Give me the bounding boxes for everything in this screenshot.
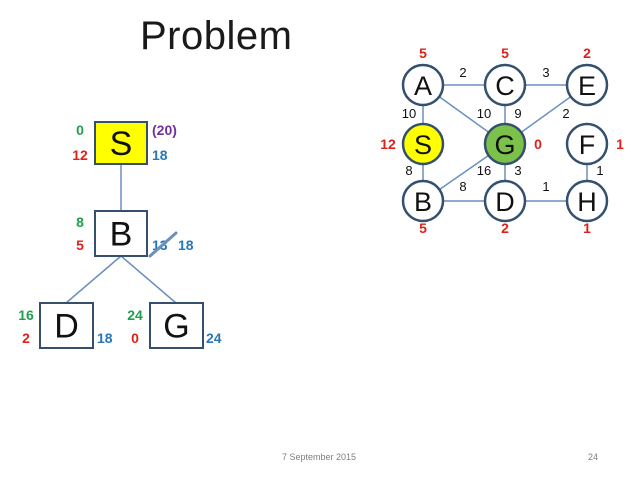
graph-edge-weight-e-g: 2: [562, 106, 569, 121]
tree-b-h-value: 5: [76, 237, 84, 253]
strike-mark-icon: [148, 231, 178, 258]
graph-node-s-heuristic: 12: [380, 136, 396, 152]
graph-node-g: [483, 122, 527, 166]
graph-node-b-label: B: [414, 187, 432, 217]
graph-node-f: [565, 122, 609, 166]
tree-d-f-value: 18: [97, 330, 113, 346]
graph-node-h: [565, 179, 609, 223]
tree-node-g-label: G: [163, 308, 189, 346]
graph-edge-weight-a-c: 2: [459, 65, 466, 80]
graph-node-h-heuristic: 1: [583, 220, 591, 236]
graph-edge-weight-d-h: 1: [542, 179, 549, 194]
tree-g-f-value: 24: [206, 330, 222, 346]
tree-s-extra-value: (20): [152, 122, 177, 138]
tree-s-g-value: 0: [76, 122, 84, 138]
tree-g-h-value: 0: [131, 330, 139, 346]
graph-node-f-heuristic: 1: [616, 136, 624, 152]
tree-edge-b-d: [65, 255, 122, 304]
graph-node-c: [483, 63, 527, 107]
graph-edge-weight-g-d: 3: [514, 163, 521, 178]
tree-node-s-box: [94, 121, 148, 165]
graph-node-h-label: H: [577, 187, 597, 217]
graph-node-d: [483, 179, 527, 223]
graph-node-g-label: G: [494, 130, 515, 160]
graph-node-s-label: S: [414, 130, 432, 160]
graph-edge-weight-f-h: 1: [596, 163, 603, 178]
tree-d-g-value: 16: [18, 307, 34, 323]
graph-node-b-heuristic: 5: [419, 220, 427, 236]
graph-node-e: [565, 63, 609, 107]
graph-node-b: [401, 179, 445, 223]
tree-g-g-value: 24: [127, 307, 143, 323]
graph-node-a-label: A: [414, 71, 432, 101]
graph-node-c-label: C: [495, 71, 515, 101]
graph-node-a-heuristic: 5: [419, 45, 427, 61]
tree-node-d-label: D: [54, 308, 79, 346]
slide-title: Problem: [140, 14, 293, 58]
tree-node-b-box: [94, 210, 148, 257]
tree-s-f-value: 18: [152, 147, 168, 163]
graph-edge-weight-a-g: 10: [477, 106, 491, 121]
graph-node-g-heuristic: 0: [534, 136, 542, 152]
tree-node-d-box: [39, 302, 94, 349]
tree-node-b-label: B: [110, 216, 133, 254]
graph-node-a: [401, 63, 445, 107]
graph-node-d-label: D: [495, 187, 515, 217]
graph-edge-weight-s-b: 8: [405, 163, 412, 178]
tree-b-g-value: 8: [76, 214, 84, 230]
graph-node-e-heuristic: 2: [583, 45, 591, 61]
tree-edge-b-g: [120, 255, 177, 304]
graph-edge-weight-a-s: 10: [402, 106, 416, 121]
graph-edge-weight-c-e: 3: [542, 65, 549, 80]
graph-node-e-label: E: [578, 71, 596, 101]
footer-date: 7 September 2015: [281, 452, 357, 462]
tree-node-g-box: [149, 302, 204, 349]
tree-b-f-value: 18: [178, 237, 194, 253]
graph-edge-weight-c-g: 9: [514, 106, 521, 121]
tree-d-h-value: 2: [22, 330, 30, 346]
graph-node-s: [401, 122, 445, 166]
graph-edge-weight-g-b: 16: [477, 163, 491, 178]
graph-node-f-label: F: [579, 130, 596, 160]
tree-node-s-label: S: [110, 125, 133, 163]
footer-page-number: 24: [588, 452, 599, 462]
graph-edge-weight-b-d: 8: [459, 179, 466, 194]
tree-s-h-value: 12: [72, 147, 88, 163]
graph-node-d-heuristic: 2: [501, 220, 509, 236]
graph-node-c-heuristic: 5: [501, 45, 509, 61]
